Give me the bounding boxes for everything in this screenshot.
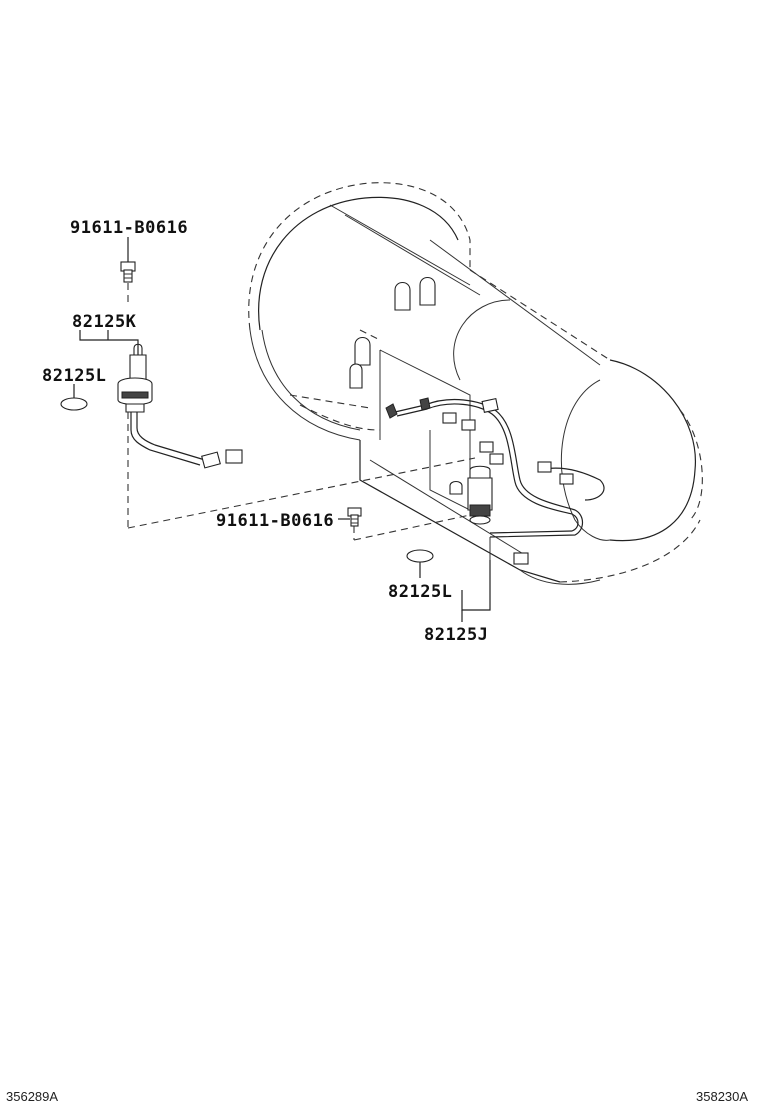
callout-bolt-right: 91611-B0616 [216,511,334,531]
o-ring-right-icon [406,549,434,563]
speed-sensor-installed [449,465,493,525]
wire-harness [385,397,605,565]
footer-code-left: 356289A [6,1089,58,1104]
footer-code-right: 358230A [696,1089,748,1104]
callout-oring-left: 82125L [42,366,106,386]
callout-sensor-right: 82125J [424,625,488,645]
speed-sensor-removed [60,261,243,469]
bolt-right-icon [347,507,362,527]
callout-bolt-left: 91611-B0616 [70,218,188,238]
callout-sensor-left: 82125K [72,312,137,332]
transmission-housing [248,182,703,585]
o-ring-left-icon [60,397,88,411]
callout-oring-right: 82125L [388,582,452,602]
leader-lines [73,237,491,622]
bolt-left-icon [120,261,136,283]
